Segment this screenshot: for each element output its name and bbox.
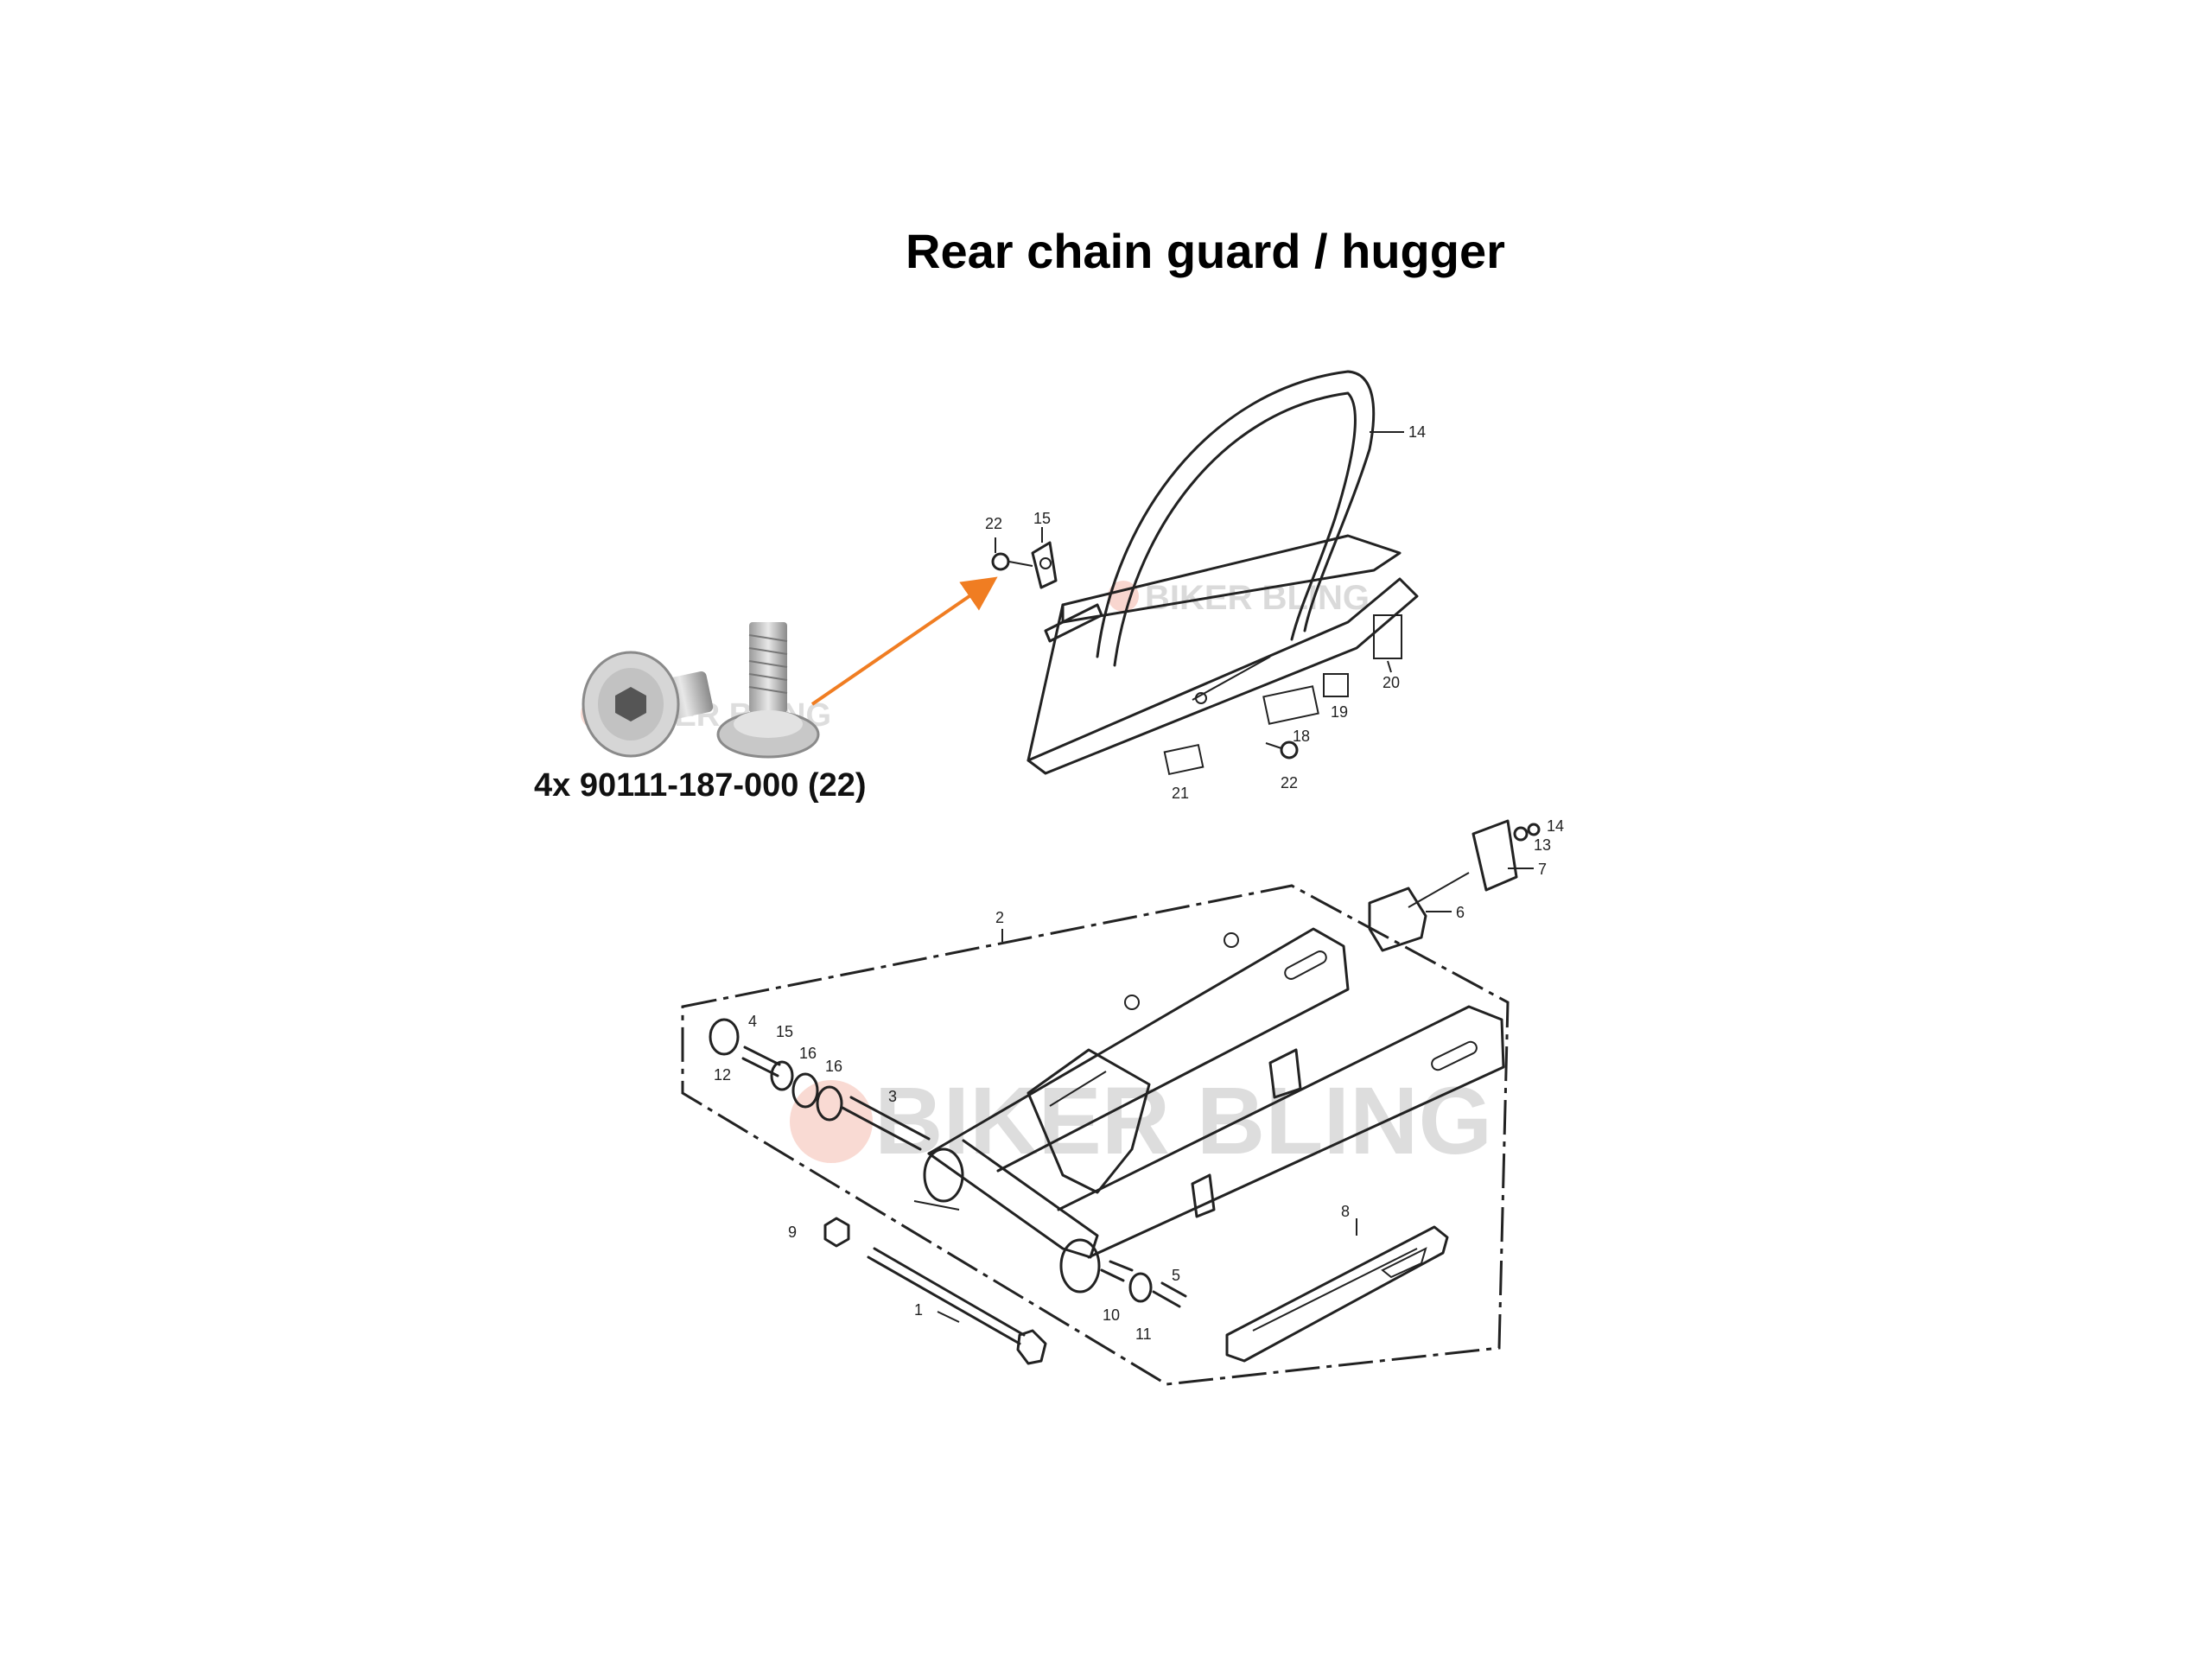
upper-callout-labels: 14 15 22 20 19 18 22 21 [985, 423, 1426, 802]
watermark-upper: BIKER BLING [1108, 579, 1370, 617]
label-1: 1 [914, 1301, 923, 1319]
bolt-photo [582, 622, 820, 759]
part-number-caption: 4x 90111-187-000 (22) [534, 767, 867, 804]
bolt-left-image [582, 651, 714, 758]
lower-callout-labels: 2 14 13 7 6 4 15 16 16 12 3 8 9 5 10 11 … [714, 817, 1564, 1343]
label-9: 9 [788, 1224, 797, 1241]
callout-arrow [810, 576, 998, 706]
label-16a: 16 [799, 1045, 817, 1062]
label-5: 5 [1172, 1267, 1180, 1284]
label-2: 2 [995, 909, 1004, 926]
swingarm-drawing [681, 819, 1541, 1386]
label-11: 11 [1135, 1325, 1152, 1343]
label-15b: 15 [776, 1023, 793, 1040]
label-12: 12 [714, 1066, 731, 1084]
label-6: 6 [1456, 904, 1465, 921]
label-14b: 14 [1547, 817, 1564, 835]
label-20: 20 [1382, 674, 1400, 691]
label-8: 8 [1341, 1203, 1350, 1220]
label-4: 4 [748, 1013, 757, 1030]
label-3: 3 [888, 1088, 897, 1105]
label-21: 21 [1172, 785, 1189, 802]
label-14: 14 [1408, 423, 1426, 441]
watermark-lower: BIKER BLING [790, 1068, 1492, 1174]
watermark-text-lower: BIKER BLING [874, 1068, 1492, 1174]
label-16b: 16 [825, 1058, 842, 1075]
label-15: 15 [1033, 510, 1051, 527]
label-19: 19 [1331, 703, 1348, 721]
diagram-title: Rear chain guard / hugger [906, 224, 1505, 278]
label-22: 22 [985, 515, 1002, 532]
watermark-text-upper: BIKER BLING [1145, 579, 1370, 617]
bolt-right-image [716, 622, 820, 759]
label-13: 13 [1534, 836, 1551, 854]
label-18: 18 [1293, 728, 1310, 745]
label-22b: 22 [1281, 774, 1298, 791]
label-7: 7 [1538, 861, 1547, 878]
rear-hugger-drawing [991, 370, 1419, 776]
label-10: 10 [1103, 1306, 1120, 1324]
